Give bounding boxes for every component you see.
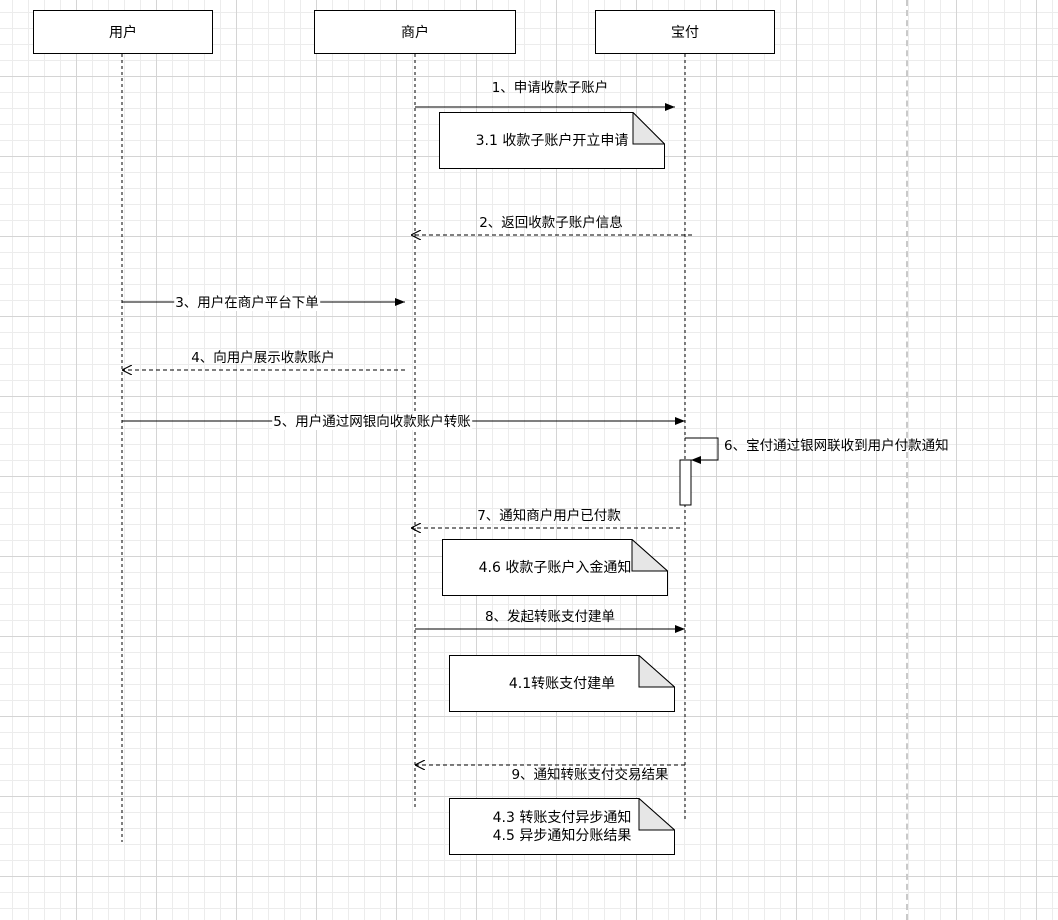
note-2-line-1: 4.6 收款子账户入金通知 [478,559,632,576]
note-4-line-2: 4.5 异步通知分账结果 [492,827,632,844]
note-3-text: 4.1转账支付建单 [449,655,675,712]
actor-user-label: 用户 [109,25,137,41]
note-4-line-1: 4.3 转账支付异步通知 [492,809,632,826]
note-3-line-1: 4.1转账支付建单 [508,675,616,692]
message-label-2[interactable]: 2、返回收款子账户信息 [479,215,623,231]
note-2[interactable]: 4.6 收款子账户入金通知 [442,539,668,596]
message-arrow-6 [685,437,719,464]
note-1[interactable]: 3.1 收款子账户开立申请 [439,112,665,169]
message-label-4[interactable]: 4、向用户展示收款账户 [191,350,335,366]
note-4[interactable]: 4.3 转账支付异步通知 4.5 异步通知分账结果 [449,798,675,855]
note-4-shape [449,798,675,855]
activation-baofu [679,459,692,506]
note-3[interactable]: 4.1转账支付建单 [449,655,675,712]
note-1-text: 3.1 收款子账户开立申请 [439,112,665,169]
actor-merchant[interactable]: 商户 [314,10,516,54]
message-label-7[interactable]: 7、通知商户用户已付款 [477,508,621,524]
actor-baofu[interactable]: 宝付 [595,10,775,54]
note-2-shape [442,539,668,596]
page-divider [906,0,908,920]
note-1-shape [439,112,665,169]
actor-user[interactable]: 用户 [33,10,213,54]
note-4-text: 4.3 转账支付异步通知 4.5 异步通知分账结果 [449,798,675,855]
actor-merchant-label: 商户 [401,25,429,41]
message-label-8[interactable]: 8、发起转账支付建单 [484,609,616,625]
note-1-line-1: 3.1 收款子账户开立申请 [475,132,629,149]
message-label-3[interactable]: 3、用户在商户平台下单 [174,295,320,311]
message-label-9[interactable]: 9、通知转账支付交易结果 [511,767,669,783]
note-2-text: 4.6 收款子账户入金通知 [442,539,668,596]
actor-baofu-label: 宝付 [671,25,699,41]
message-label-1[interactable]: 1、申请收款子账户 [491,80,609,96]
note-3-shape [449,655,675,712]
message-label-6[interactable]: 6、宝付通过银网联收到用户付款通知 [724,438,949,454]
message-label-5[interactable]: 5、用户通过网银向收款账户转账 [272,414,472,430]
